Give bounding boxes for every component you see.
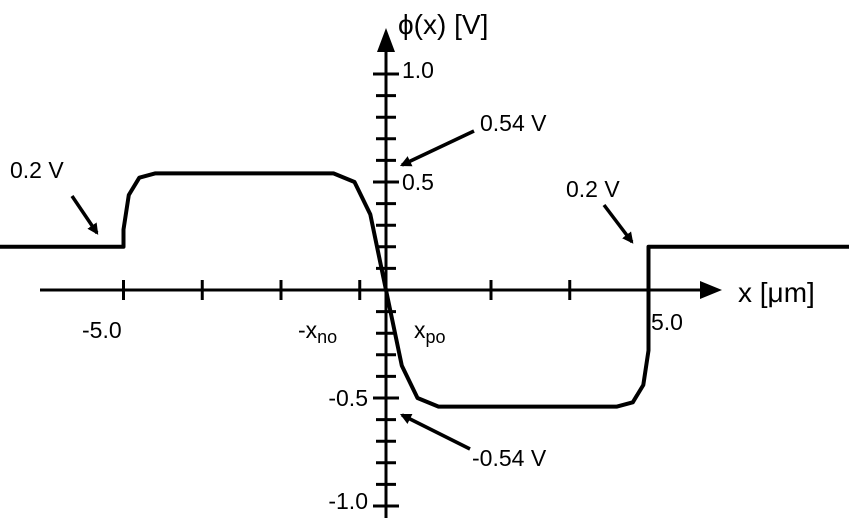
y-tick-label-neg0-5: -0.5 xyxy=(328,385,368,411)
x-tick-label-xno-main: -x xyxy=(298,317,318,343)
annotation-peak-arrow xyxy=(399,129,475,167)
y-tick-label-neg1: -1.0 xyxy=(328,488,368,514)
annotation-right-arrow xyxy=(602,203,634,244)
potential-curve xyxy=(0,171,849,409)
x-tick-label-xpo: xpo xyxy=(414,317,446,347)
x-tick-label-neg5: -5.0 xyxy=(82,317,122,343)
y-axis-label: ϕ(x) [V] xyxy=(398,9,488,40)
x-tick-label-xpo-main: x xyxy=(414,317,426,343)
x-axis-arrowhead xyxy=(700,281,722,299)
y-axis-arrowhead xyxy=(377,28,395,52)
x-axis-label: x [μm] xyxy=(738,277,815,308)
x-tick-label-xpo-sub: po xyxy=(426,327,446,347)
annotation-right-0-2v: 0.2 V xyxy=(566,176,620,202)
annotation-trough-neg0-54v: -0.54 V xyxy=(472,445,547,471)
x-tick-label-xno-sub: no xyxy=(317,327,337,347)
annotation-left-0-2v: 0.2 V xyxy=(10,157,64,183)
annotation-peak-0-54v: 0.54 V xyxy=(480,110,547,136)
annotation-trough-arrow xyxy=(399,413,471,451)
y-tick-label-0-5: 0.5 xyxy=(402,169,434,195)
x-tick-label-5: 5.0 xyxy=(651,309,683,335)
y-tick-label-1: 1.0 xyxy=(402,57,434,83)
x-tick-label-xno: -xno xyxy=(298,317,337,347)
y-ticks xyxy=(373,72,399,508)
annotation-left-arrow xyxy=(70,195,99,235)
